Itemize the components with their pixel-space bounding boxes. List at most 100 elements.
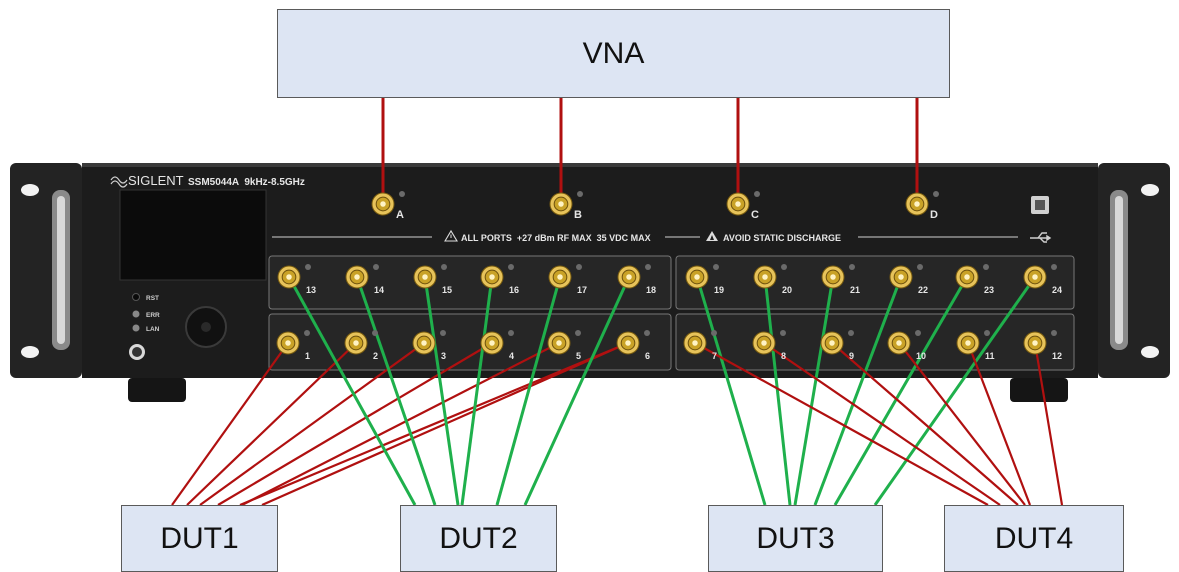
port-label-13: 13 <box>306 285 316 295</box>
port-15-connector-led <box>441 264 447 270</box>
port-label-3: 3 <box>441 351 446 361</box>
port-14-connector[interactable] <box>345 264 379 289</box>
port-label-24: 24 <box>1052 285 1062 295</box>
port-22-connector[interactable] <box>889 264 923 289</box>
dut3-link-19 <box>695 276 767 506</box>
port-2-connector-led <box>372 330 378 336</box>
port-connectors <box>276 191 1057 355</box>
port-label-c: C <box>751 209 759 221</box>
port-c-connector[interactable] <box>726 191 760 216</box>
dut2-link-18 <box>523 276 631 506</box>
port-13-connector-led <box>305 264 311 270</box>
port-panel-upper-left <box>268 255 672 310</box>
dut4-link-9 <box>831 342 1019 506</box>
port-label-8: 8 <box>781 351 786 361</box>
dut1-link-3 <box>199 342 425 506</box>
static-discharge-icon <box>706 231 718 241</box>
right-rack-ear <box>1098 163 1170 378</box>
led-label-lan: LAN <box>146 326 160 333</box>
model-name: SSM5044A 9kHz-8.5GHz <box>188 177 305 188</box>
port-label-5: 5 <box>576 351 581 361</box>
port-panel-upper-right <box>675 255 1075 310</box>
vna-red-links <box>381 98 919 202</box>
port-7-connector[interactable] <box>683 330 717 355</box>
dut4-box: DUT4 <box>944 505 1124 572</box>
port-panel-lower-left <box>268 313 672 371</box>
port-23-connector[interactable] <box>955 264 989 289</box>
port-label-20: 20 <box>782 285 792 295</box>
port-3-connector[interactable] <box>412 330 446 355</box>
left-rack-ear <box>10 163 82 378</box>
usb-icon <box>1030 232 1052 243</box>
dut1-link-6b <box>239 341 629 507</box>
port-c-connector-led <box>754 191 760 197</box>
vna-box: VNA <box>277 9 950 98</box>
port-label-2: 2 <box>373 351 378 361</box>
port-a-connector[interactable] <box>371 191 405 216</box>
dut3-link-23 <box>833 276 969 506</box>
port-22-connector-led <box>917 264 923 270</box>
port-4-connector[interactable] <box>480 330 514 355</box>
port-14-connector-led <box>373 264 379 270</box>
port-20-connector[interactable] <box>753 264 787 289</box>
port-2-connector[interactable] <box>344 330 378 355</box>
port-17-connector[interactable] <box>548 264 582 289</box>
dut-links <box>171 276 1064 507</box>
port-6-connector-led <box>644 330 650 336</box>
port-5-connector[interactable] <box>547 330 581 355</box>
port-6-connector[interactable] <box>616 330 650 355</box>
dut3-link-20 <box>763 276 792 506</box>
port-21-connector[interactable] <box>821 264 855 289</box>
port-label-12: 12 <box>1052 351 1062 361</box>
siglent-logo-icon <box>110 176 128 188</box>
dut2-link-15 <box>423 276 460 506</box>
dut1-link-2 <box>186 342 357 506</box>
port-21-connector-led <box>849 264 855 270</box>
port-24-connector[interactable] <box>1023 264 1057 289</box>
dut1-box: DUT1 <box>121 505 278 572</box>
port-a-connector-led <box>399 191 405 197</box>
port-19-connector[interactable] <box>685 264 719 289</box>
dut2-link-14 <box>355 276 437 506</box>
port-11-connector[interactable] <box>956 330 990 355</box>
port-label-7: 7 <box>712 351 717 361</box>
port-label-a: A <box>396 209 404 221</box>
port-label-1: 1 <box>305 351 310 361</box>
port-9-connector[interactable] <box>820 330 854 355</box>
port-4-connector-led <box>508 330 514 336</box>
port-label-18: 18 <box>646 285 656 295</box>
port-label-23: 23 <box>984 285 994 295</box>
left-foot <box>128 378 186 402</box>
port-18-connector[interactable] <box>617 264 651 289</box>
warning-triangle-icon <box>444 229 458 242</box>
port-label-b: B <box>574 209 582 221</box>
port-19-connector-led <box>713 264 719 270</box>
dut3-link-21 <box>793 276 835 506</box>
dut3-box: DUT3 <box>708 505 883 572</box>
brand-name: SIGLENT <box>128 173 184 188</box>
port-label-d: D <box>930 209 938 221</box>
port-13-connector[interactable] <box>277 264 311 289</box>
port-20-connector-led <box>781 264 787 270</box>
port-7-connector-led <box>711 330 717 336</box>
port-11-connector-led <box>984 330 990 336</box>
port-d-connector[interactable] <box>905 191 939 216</box>
port-12-connector-led <box>1051 330 1057 336</box>
port-8-connector[interactable] <box>752 330 786 355</box>
port-15-connector[interactable] <box>413 264 447 289</box>
port-10-connector[interactable] <box>887 330 921 355</box>
port-24-connector-led <box>1051 264 1057 270</box>
dut4-link-8 <box>763 342 1001 506</box>
dut2-link-16 <box>460 276 494 506</box>
port-label-16: 16 <box>509 285 519 295</box>
port-17-connector-led <box>576 264 582 270</box>
port-16-connector[interactable] <box>480 264 514 289</box>
port-12-connector[interactable] <box>1023 330 1057 355</box>
port-1-connector[interactable] <box>276 330 310 355</box>
port-b-connector[interactable] <box>549 191 583 216</box>
dut1-link-1 <box>171 342 289 506</box>
dut4-link-12 <box>1033 342 1064 506</box>
